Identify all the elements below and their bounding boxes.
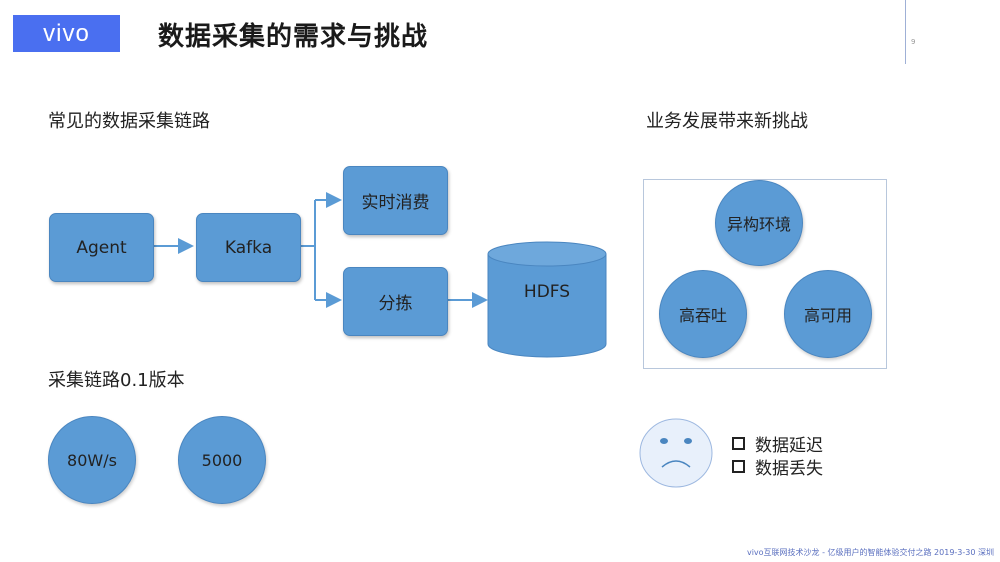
node-kafka: Kafka	[196, 213, 301, 282]
problem-loss-label: 数据丢失	[755, 459, 823, 479]
page-title: 数据采集的需求与挑战	[158, 22, 429, 52]
challenge-availability: 高可用	[784, 270, 872, 358]
challenge-heading: 业务发展带来新挑战	[646, 111, 808, 132]
challenge-heterogeneous: 异构环境	[715, 180, 803, 266]
checkbox-icon	[732, 460, 745, 473]
sad-face-icon	[639, 418, 713, 488]
metric-throughput: 80W/s	[48, 416, 136, 504]
node-realtime-consume: 实时消费	[343, 166, 448, 235]
pipeline-heading: 常见的数据采集链路	[48, 111, 210, 132]
challenge-throughput: 高吞吐	[659, 270, 747, 358]
problem-loss: 数据丢失	[732, 454, 823, 479]
problem-latency: 数据延迟	[732, 431, 823, 456]
page-number: 9	[911, 38, 916, 46]
vivo-logo: vivo	[13, 15, 120, 52]
node-hdfs-label: HDFS	[523, 282, 571, 302]
version-heading: 采集链路0.1版本	[48, 370, 185, 391]
hdfs-cylinder-icon	[487, 241, 607, 358]
footer-text: vivo互联网技术沙龙 - 亿级用户的智能体验交付之路 2019-3-30 深圳	[746, 548, 994, 557]
node-agent: Agent	[49, 213, 154, 282]
problem-latency-label: 数据延迟	[755, 436, 823, 456]
header-divider	[905, 0, 906, 64]
node-sort: 分拣	[343, 267, 448, 336]
checkbox-icon	[732, 437, 745, 450]
metric-count: 5000	[178, 416, 266, 504]
